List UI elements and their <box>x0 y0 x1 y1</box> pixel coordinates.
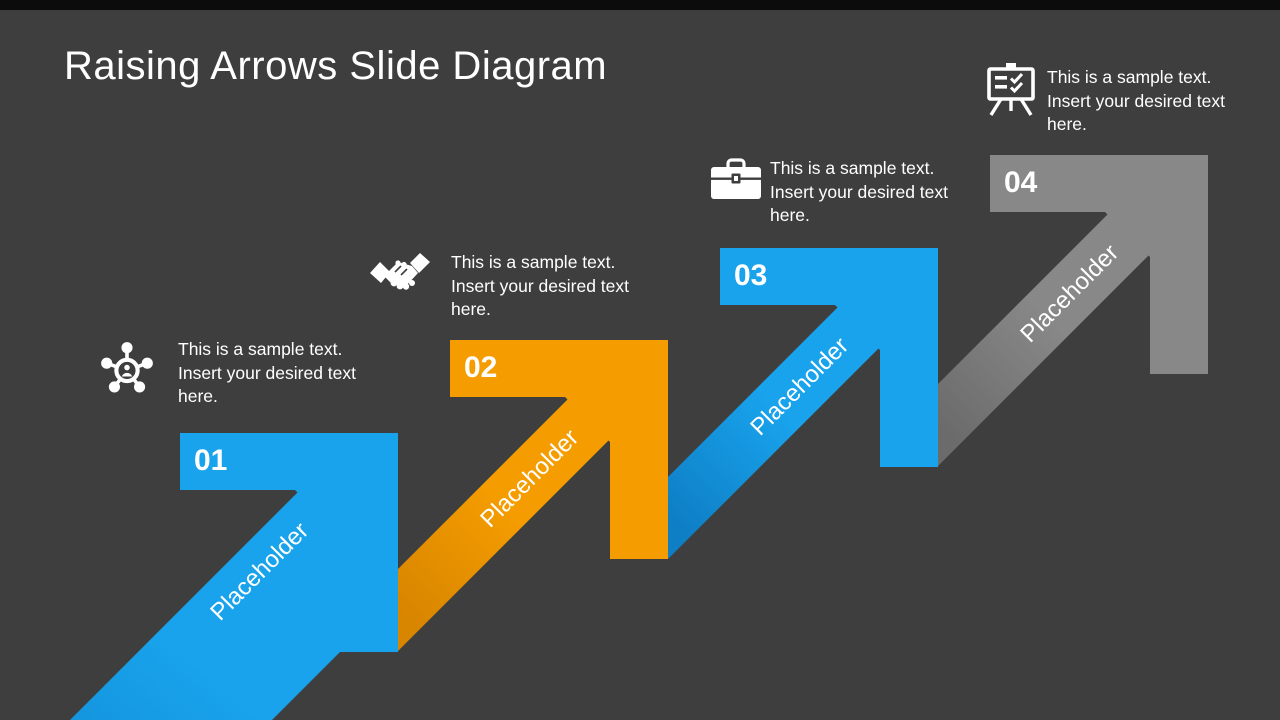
arrow-4-step-and-head <box>990 155 1208 374</box>
sample-text-2: This is a sample text. Insert your desir… <box>451 252 629 319</box>
arrow-step-3 <box>668 248 938 559</box>
arrow-2-step-and-head <box>450 340 668 559</box>
arrow-step-4 <box>938 155 1208 466</box>
sample-text-1: This is a sample text. Insert your desir… <box>178 339 356 406</box>
arrow-1-ribbon <box>70 450 340 720</box>
page-title: Raising Arrows Slide Diagram <box>64 44 608 88</box>
briefcase-icon <box>711 158 761 199</box>
step-number-1: 01 <box>194 444 228 477</box>
arrow-4-ribbon <box>938 172 1150 466</box>
arrow-step-2 <box>398 340 668 651</box>
step-number-2: 02 <box>464 351 498 384</box>
arrow-1-step-and-head <box>180 433 398 652</box>
handshake-icon <box>370 253 430 290</box>
sample-text-4: This is a sample text. Insert your desir… <box>1047 67 1225 134</box>
arrow-2-ribbon <box>398 357 610 651</box>
arrow-3-step-and-head <box>720 248 938 467</box>
top-black-strip <box>0 0 1280 10</box>
arrow-step-1 <box>70 433 398 720</box>
step-number-3: 03 <box>734 259 768 292</box>
sample-text-3: This is a sample text. Insert your desir… <box>770 158 948 225</box>
arrow-3-ribbon <box>668 265 880 559</box>
network-icon <box>101 342 153 393</box>
presentation-icon <box>987 63 1035 116</box>
step-number-4: 04 <box>1004 166 1038 199</box>
